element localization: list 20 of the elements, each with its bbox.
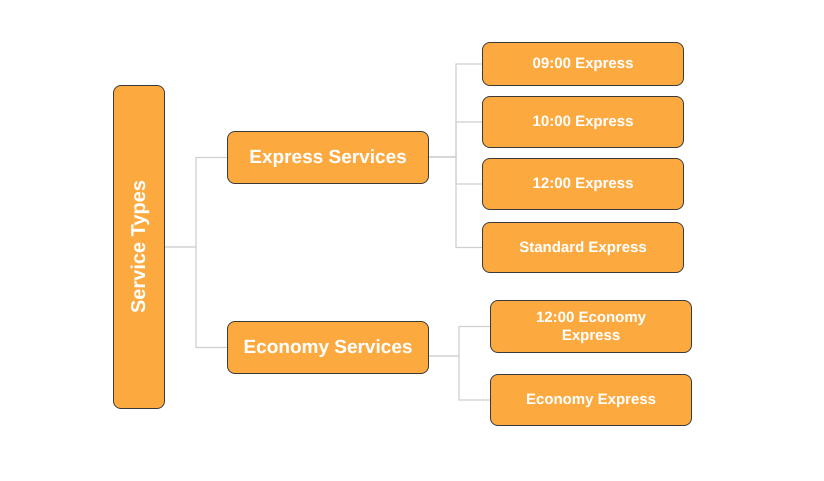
rounded-box: [113, 85, 165, 409]
rounded-box: [482, 42, 684, 86]
service-label: Economy Services: [244, 336, 412, 358]
service-label: Service Types: [128, 180, 150, 314]
rounded-box: [482, 96, 684, 148]
rounded-box: [482, 158, 684, 210]
service-label: 10:00 Express: [532, 113, 634, 131]
rounded-box: [227, 131, 429, 184]
rounded-box: [490, 300, 692, 353]
connector-line: [165, 246, 227, 348]
rounded-box: [227, 321, 429, 374]
service-label: 12:00 Express: [532, 175, 634, 193]
service-label: Economy Express: [526, 391, 656, 409]
service-label: 09:00 Express: [532, 55, 634, 73]
service-label: Standard Express: [519, 238, 647, 256]
rounded-box: [490, 374, 692, 426]
service-label: 12:00 Economy Express: [534, 309, 648, 344]
rounded-box: [482, 222, 684, 273]
connector-line: [429, 355, 490, 401]
service-label: Express Services: [249, 146, 407, 168]
